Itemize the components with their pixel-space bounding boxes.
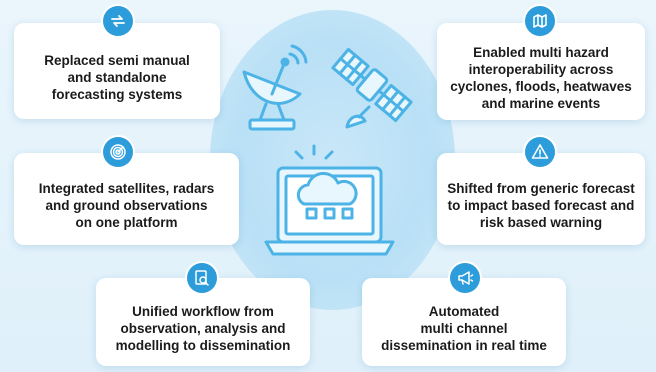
background-circle [210,10,455,310]
card-unified-workflow-text: Unified workflow from observation, analy… [115,303,291,353]
laptop-cloud-icon [264,144,395,256]
megaphone-icon [450,263,480,293]
card-multi-hazard: Enabled multi hazard interoperability ac… [437,23,645,120]
refresh-icon [103,6,133,36]
warning-icon [525,137,555,167]
satellite-icon [331,47,413,129]
card-impact-forecast: Shifted from generic forecast to impact … [437,153,645,245]
card-replaced-systems: Replaced semi manual and standalone fore… [14,23,220,119]
radar-icon [103,137,133,167]
hazard-map-icon [525,6,555,36]
satellite-dish-icon [242,44,308,131]
card-integrated-platform: Integrated satellites, radars and ground… [14,153,239,245]
card-multi-hazard-text: Enabled multi hazard interoperability ac… [450,44,632,111]
card-replaced-systems-text: Replaced semi manual and standalone fore… [44,52,190,102]
card-automated-dissemination-text: Automated multi channel dissemination in… [381,303,547,353]
magnifier-document-icon [187,263,217,293]
card-impact-forecast-text: Shifted from generic forecast to impact … [447,180,635,230]
card-integrated-platform-text: Integrated satellites, radars and ground… [38,180,215,230]
